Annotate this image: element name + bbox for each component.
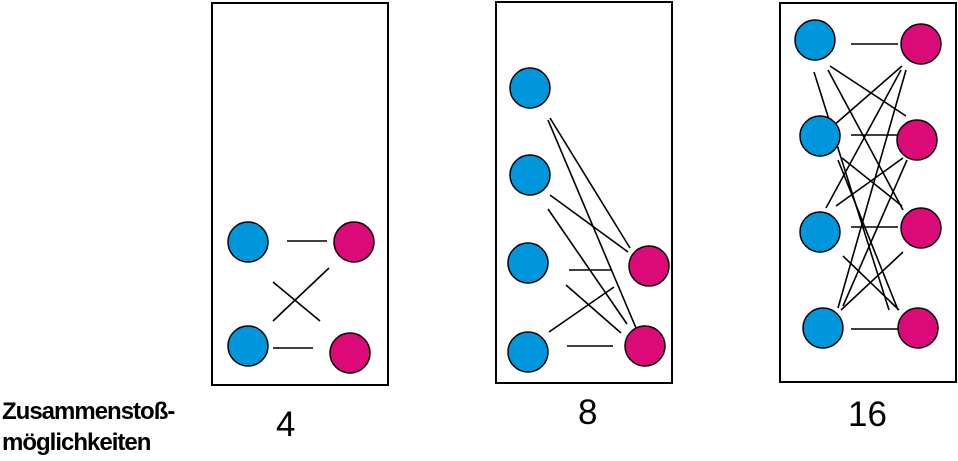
link <box>547 119 637 329</box>
magenta-particle <box>897 307 939 349</box>
magenta-particle <box>333 221 375 263</box>
magenta-particle <box>896 119 938 161</box>
count-panel-2: 8 <box>578 393 598 432</box>
panel-3-links <box>813 43 908 330</box>
blue-particle <box>802 307 844 349</box>
link <box>837 159 899 311</box>
link <box>842 159 908 307</box>
count-panel-1: 4 <box>276 405 296 444</box>
link <box>825 69 902 209</box>
link <box>835 157 904 207</box>
collision-possibilities-label: Zusammenstoß- möglichkeiten <box>2 396 175 458</box>
blue-particle <box>799 211 841 253</box>
blue-particle <box>799 115 841 157</box>
magenta-particle <box>624 325 666 367</box>
magenta-particle <box>329 332 371 374</box>
blue-particle <box>507 331 549 373</box>
link <box>272 267 330 322</box>
link <box>841 157 903 207</box>
link <box>549 117 631 249</box>
panel-3-frame <box>779 2 957 383</box>
link <box>272 281 321 322</box>
link <box>827 69 904 211</box>
magenta-particle <box>628 245 670 287</box>
link <box>547 208 628 325</box>
panel-2-links <box>547 117 637 347</box>
link <box>840 251 904 311</box>
panel-2 <box>495 1 673 384</box>
link <box>829 65 907 117</box>
blue-particle <box>227 325 269 367</box>
magenta-particle <box>900 207 942 249</box>
blue-particle <box>794 19 836 61</box>
link <box>549 194 629 253</box>
link <box>837 69 907 309</box>
label-line-2: möglichkeiten <box>2 429 151 456</box>
blue-particle <box>509 67 551 109</box>
link <box>813 71 890 311</box>
link <box>832 65 903 127</box>
label-line-1: Zusammenstoß- <box>2 398 175 425</box>
panel-1-links <box>272 240 330 349</box>
blue-particle <box>509 154 551 196</box>
magenta-particle <box>900 23 942 65</box>
panel-1-frame <box>211 2 389 386</box>
panel-1 <box>211 2 389 386</box>
panel-3 <box>779 2 957 383</box>
link <box>548 286 615 333</box>
link <box>565 284 622 334</box>
blue-particle <box>507 242 549 284</box>
panel-2-frame <box>495 1 673 384</box>
blue-particle <box>227 221 269 263</box>
count-panel-3: 16 <box>848 395 887 434</box>
